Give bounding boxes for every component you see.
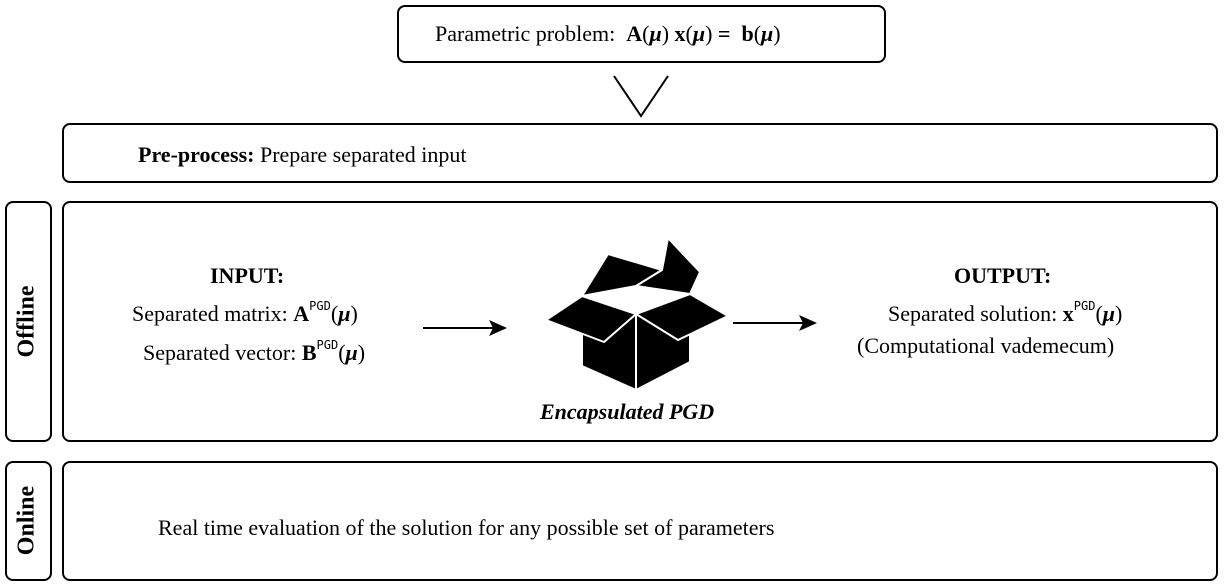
mu-symbol: μ — [649, 21, 662, 46]
online-box: Real time evaluation of the solution for… — [62, 461, 1218, 581]
preprocess-label: Pre-process: — [138, 142, 255, 167]
separated-solution-line: Separated solution: xPGD(μ) — [888, 298, 1123, 327]
chevron-down-icon — [613, 75, 669, 118]
matrix-symbol: A — [293, 301, 310, 326]
paren-close: ) — [350, 301, 358, 326]
input-title: INPUT: — [210, 263, 285, 288]
matrix-A-symbol: A — [626, 21, 643, 46]
offline-side-label: Offline — [13, 285, 40, 358]
parametric-problem-box: Parametric problem: A(μ) x(μ) = b(μ) — [397, 5, 886, 63]
online-description: Real time evaluation of the solution for… — [158, 515, 775, 540]
paren-open: ( — [330, 301, 339, 326]
preprocess-box: Pre-process: Prepare separated input — [62, 123, 1218, 183]
online-side-label: Online — [13, 485, 40, 556]
paren-open: ( — [642, 21, 650, 46]
separated-vector-line: Separated vector: BPGD(μ) — [143, 337, 366, 366]
pgd-superscript: PGD — [309, 298, 331, 313]
open-box-icon — [545, 237, 729, 391]
encapsulated-pgd-caption: Encapsulated PGD — [540, 399, 715, 424]
vector-prefix: Separated vector: — [143, 340, 297, 365]
pgd-superscript: PGD — [316, 337, 339, 352]
mu-symbol: μ — [345, 340, 358, 365]
paren-close: ) — [357, 340, 366, 365]
arrow-right-icon — [423, 320, 507, 336]
paren-close: ) — [1115, 301, 1123, 326]
vector-symbol: B — [301, 340, 317, 365]
output-title: OUTPUT: — [954, 263, 1052, 288]
paren-close: ) — [773, 21, 781, 46]
paren-open: ( — [338, 340, 346, 365]
paren-open: ( — [753, 21, 762, 46]
equals-sign: = — [717, 21, 731, 46]
paren-close: ) — [661, 21, 670, 46]
mu-symbol: μ — [338, 301, 351, 326]
pgd-superscript: PGD — [1073, 298, 1096, 313]
online-side-box: Online — [5, 461, 52, 581]
paren-open: ( — [685, 21, 693, 46]
mu-symbol: μ — [761, 21, 774, 46]
vector-x-symbol: x — [674, 21, 686, 46]
solution-prefix: Separated solution: — [888, 301, 1058, 326]
mu-symbol: μ — [692, 21, 706, 46]
offline-side-box: Offline — [5, 201, 52, 442]
vector-b-symbol: b — [741, 21, 754, 46]
arrow-right-icon — [733, 315, 817, 331]
separated-matrix-line: Separated matrix: APGD(μ) — [132, 298, 358, 327]
paren-open: ( — [1095, 301, 1103, 326]
paren-close: ) — [705, 21, 713, 46]
vademecum-note: (Computational vademecum) — [857, 333, 1115, 358]
preprocess-text: Pre-process: Prepare separated input — [138, 142, 466, 168]
preprocess-description: Prepare separated input — [259, 142, 467, 167]
matrix-prefix: Separated matrix: — [132, 301, 288, 326]
parametric-problem-equation: Parametric problem: A(μ) x(μ) = b(μ) — [435, 21, 781, 47]
mu-symbol: μ — [1102, 301, 1116, 326]
problem-prefix: Parametric problem: — [435, 21, 616, 46]
solution-symbol: x — [1062, 301, 1074, 326]
